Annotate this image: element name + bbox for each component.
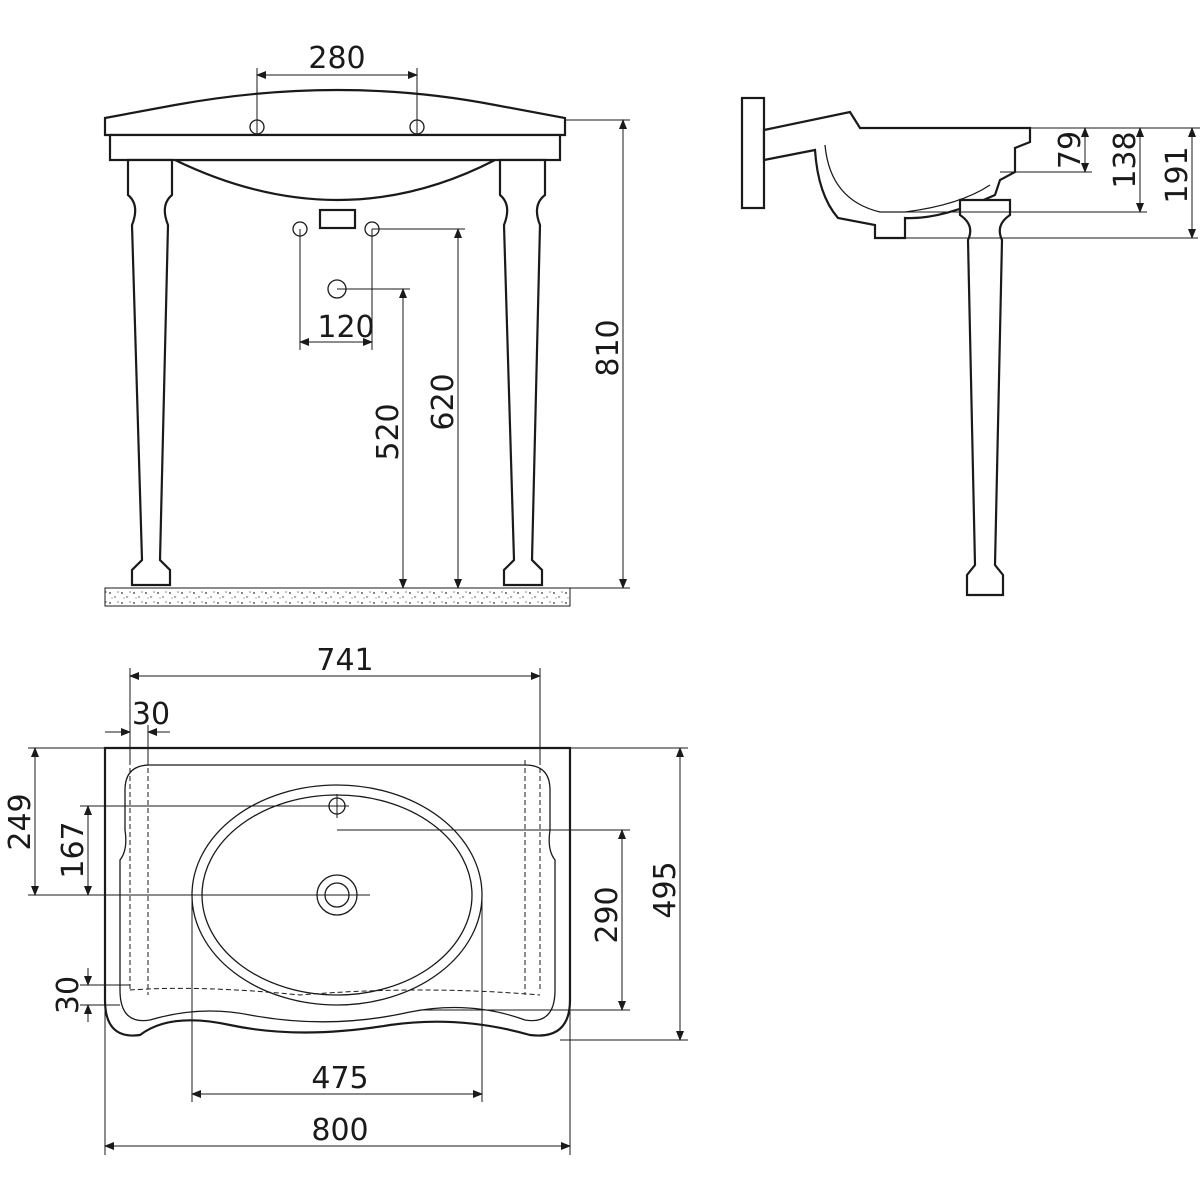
dim-tap-spacing: 280 — [308, 41, 365, 76]
dim-overall-depth: 191 — [1160, 146, 1195, 203]
left-leg — [126, 158, 174, 587]
front-view: 280 120 520 620 810 — [103, 41, 630, 607]
basin-outline — [103, 746, 572, 1037]
dim-leg-spacing: 741 — [316, 643, 373, 678]
side-view: 79 138 191 — [740, 96, 1200, 597]
dim-drain-from-back: 249 — [3, 793, 38, 850]
floor — [104, 587, 571, 607]
dim-basin-depth: 138 — [1108, 131, 1143, 188]
bowl-underside — [174, 158, 496, 201]
dim-bowl-width: 475 — [311, 1061, 368, 1096]
dim-bowl-depth: 79 — [1053, 131, 1088, 169]
dim-waste-height: 520 — [371, 403, 406, 460]
dim-total-height: 810 — [591, 319, 626, 376]
right-leg — [498, 158, 547, 587]
plan-view: 741 30 249 167 290 495 30 475 800 — [3, 643, 688, 1155]
rim-inner — [119, 764, 556, 880]
dim-total-depth: 495 — [648, 861, 683, 918]
dim-leg-offset: 30 — [132, 697, 170, 732]
basin-top — [103, 88, 567, 137]
dim-waste-spacing: 120 — [317, 310, 374, 345]
dim-total-width: 800 — [311, 1113, 368, 1148]
wall-bracket — [740, 96, 766, 210]
drain-outlet — [318, 208, 357, 230]
dim-bowl-depth: 290 — [590, 886, 625, 943]
dim-supply-height: 620 — [426, 373, 461, 430]
side-leg — [958, 198, 1012, 597]
dim-drain-from-tap: 167 — [56, 821, 91, 878]
basin-apron — [108, 133, 562, 162]
dim-front-offset: 30 — [51, 976, 86, 1014]
